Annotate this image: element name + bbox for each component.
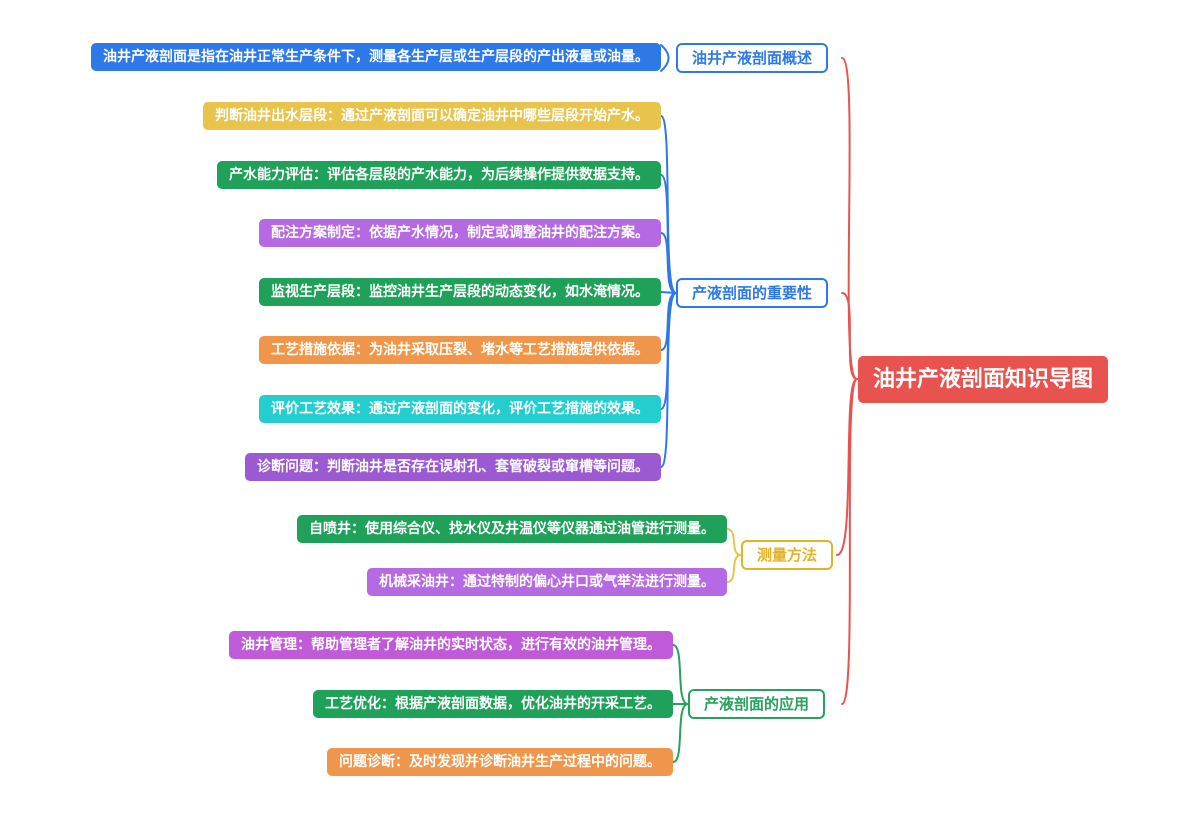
central-branch-connectors <box>836 57 858 705</box>
topic-node-water-capacity-evaluation[interactable]: 产水能力评估：评估各层段的产水能力，为后续操作提供数据支持。 <box>217 161 661 189</box>
topic-node-process-measure-basis[interactable]: 工艺措施依据：为油井采取压裂、堵水等工艺措施提供依据。 <box>259 336 661 364</box>
measurement-connectors <box>726 528 742 583</box>
topic-node-evaluate-process-effect[interactable]: 评价工艺效果：通过产液剖面的变化，评价工艺措施的效果。 <box>259 395 661 423</box>
importance-connectors <box>660 115 677 468</box>
branch-label-application[interactable]: 产液剖面的应用 <box>688 689 826 719</box>
topic-node-monitor-layers[interactable]: 监视生产层段：监控油井生产层段的动态变化，如水淹情况。 <box>259 278 661 306</box>
topic-node-injection-plan[interactable]: 配注方案制定：依据产水情况，制定或调整油井的配注方案。 <box>259 219 661 247</box>
topic-node-diagnose-problems[interactable]: 诊断问题：判断油井是否存在误射孔、套管破裂或窜槽等问题。 <box>245 453 661 481</box>
topic-node-mechanical-well[interactable]: 机械采油井：通过特制的偏心井口或气举法进行测量。 <box>367 568 727 596</box>
central-topic[interactable]: 油井产液剖面知识导图 <box>858 356 1109 403</box>
topic-node-process-optimization[interactable]: 工艺优化：根据产液剖面数据，优化油井的开采工艺。 <box>313 690 673 718</box>
overview-connector <box>660 44 670 72</box>
topic-node-well-management[interactable]: 油井管理：帮助管理者了解油井的实时状态，进行有效的油井管理。 <box>229 631 673 659</box>
branch-label-importance[interactable]: 产液剖面的重要性 <box>676 278 829 308</box>
application-connectors <box>672 644 689 763</box>
topic-node-overview-definition[interactable]: 油井产液剖面是指在油井正常生产条件下，测量各生产层或生产层段的产出液量或油量。 <box>91 43 661 71</box>
branch-label-measurement[interactable]: 测量方法 <box>741 540 834 570</box>
topic-node-flowing-well[interactable]: 自喷井：使用综合仪、找水仪及井温仪等仪器通过油管进行测量。 <box>297 515 727 543</box>
topic-node-water-layer-judgement[interactable]: 判断油井出水层段：通过产液剖面可以确定油井中哪些层段开始产水。 <box>203 102 661 130</box>
topic-node-problem-diagnosis[interactable]: 问题诊断：及时发现并诊断油井生产过程中的问题。 <box>327 748 673 776</box>
branch-label-overview[interactable]: 油井产液剖面概述 <box>676 43 829 73</box>
